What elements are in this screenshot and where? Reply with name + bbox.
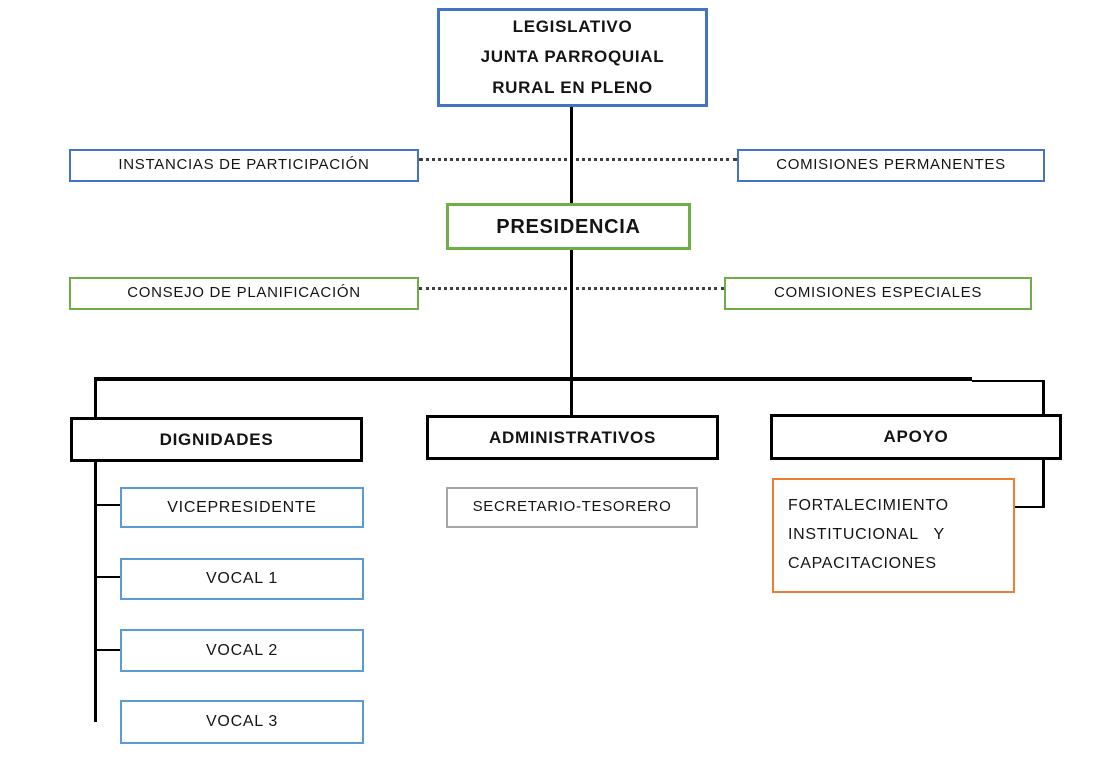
node-legislativo: LEGISLATIVO JUNTA PARROQUIAL RURAL EN PL… xyxy=(437,8,708,107)
node-vocal-1: VOCAL 1 xyxy=(120,558,364,600)
node-consejo-planificacion: CONSEJO DE PLANIFICACIÓN xyxy=(69,277,419,310)
tick-vicepresidente xyxy=(96,504,120,506)
connector-apoyo-fortalecimiento-vertical xyxy=(1042,459,1045,508)
node-dignidades: DIGNIDADES xyxy=(70,417,363,462)
node-vocal-2: VOCAL 2 xyxy=(120,629,364,672)
connector-apoyo-drop xyxy=(1042,380,1045,415)
connector-legislativo-presidencia xyxy=(570,107,573,203)
dotted-connector-instancias-permanentes xyxy=(419,158,737,161)
node-presidencia: PRESIDENCIA xyxy=(446,203,691,250)
tick-vocal2 xyxy=(96,649,120,651)
node-comisiones-permanentes: COMISIONES PERMANENTES xyxy=(737,149,1045,182)
connector-apoyo-fortalecimiento-horizontal xyxy=(1015,506,1045,508)
node-apoyo: APOYO xyxy=(770,414,1062,460)
node-comisiones-especiales: COMISIONES ESPECIALES xyxy=(724,277,1032,310)
node-secretario-tesorero: SECRETARIO-TESORERO xyxy=(446,487,698,528)
node-instancias-participacion: INSTANCIAS DE PARTICIPACIÓN xyxy=(69,149,419,182)
connector-horizontal-step-right xyxy=(972,380,1045,382)
connector-horizontal-main xyxy=(94,377,972,381)
node-vicepresidente: VICEPRESIDENTE xyxy=(120,487,364,528)
node-vocal-3: VOCAL 3 xyxy=(120,700,364,744)
node-fortalecimiento: FORTALECIMIENTO INSTITUCIONAL Y CAPACITA… xyxy=(772,478,1015,593)
node-administrativos: ADMINISTRATIVOS xyxy=(426,415,719,460)
tick-vocal1 xyxy=(96,576,120,578)
connector-dignidades-stem xyxy=(94,379,97,722)
connector-presidencia-trunk xyxy=(570,250,573,415)
